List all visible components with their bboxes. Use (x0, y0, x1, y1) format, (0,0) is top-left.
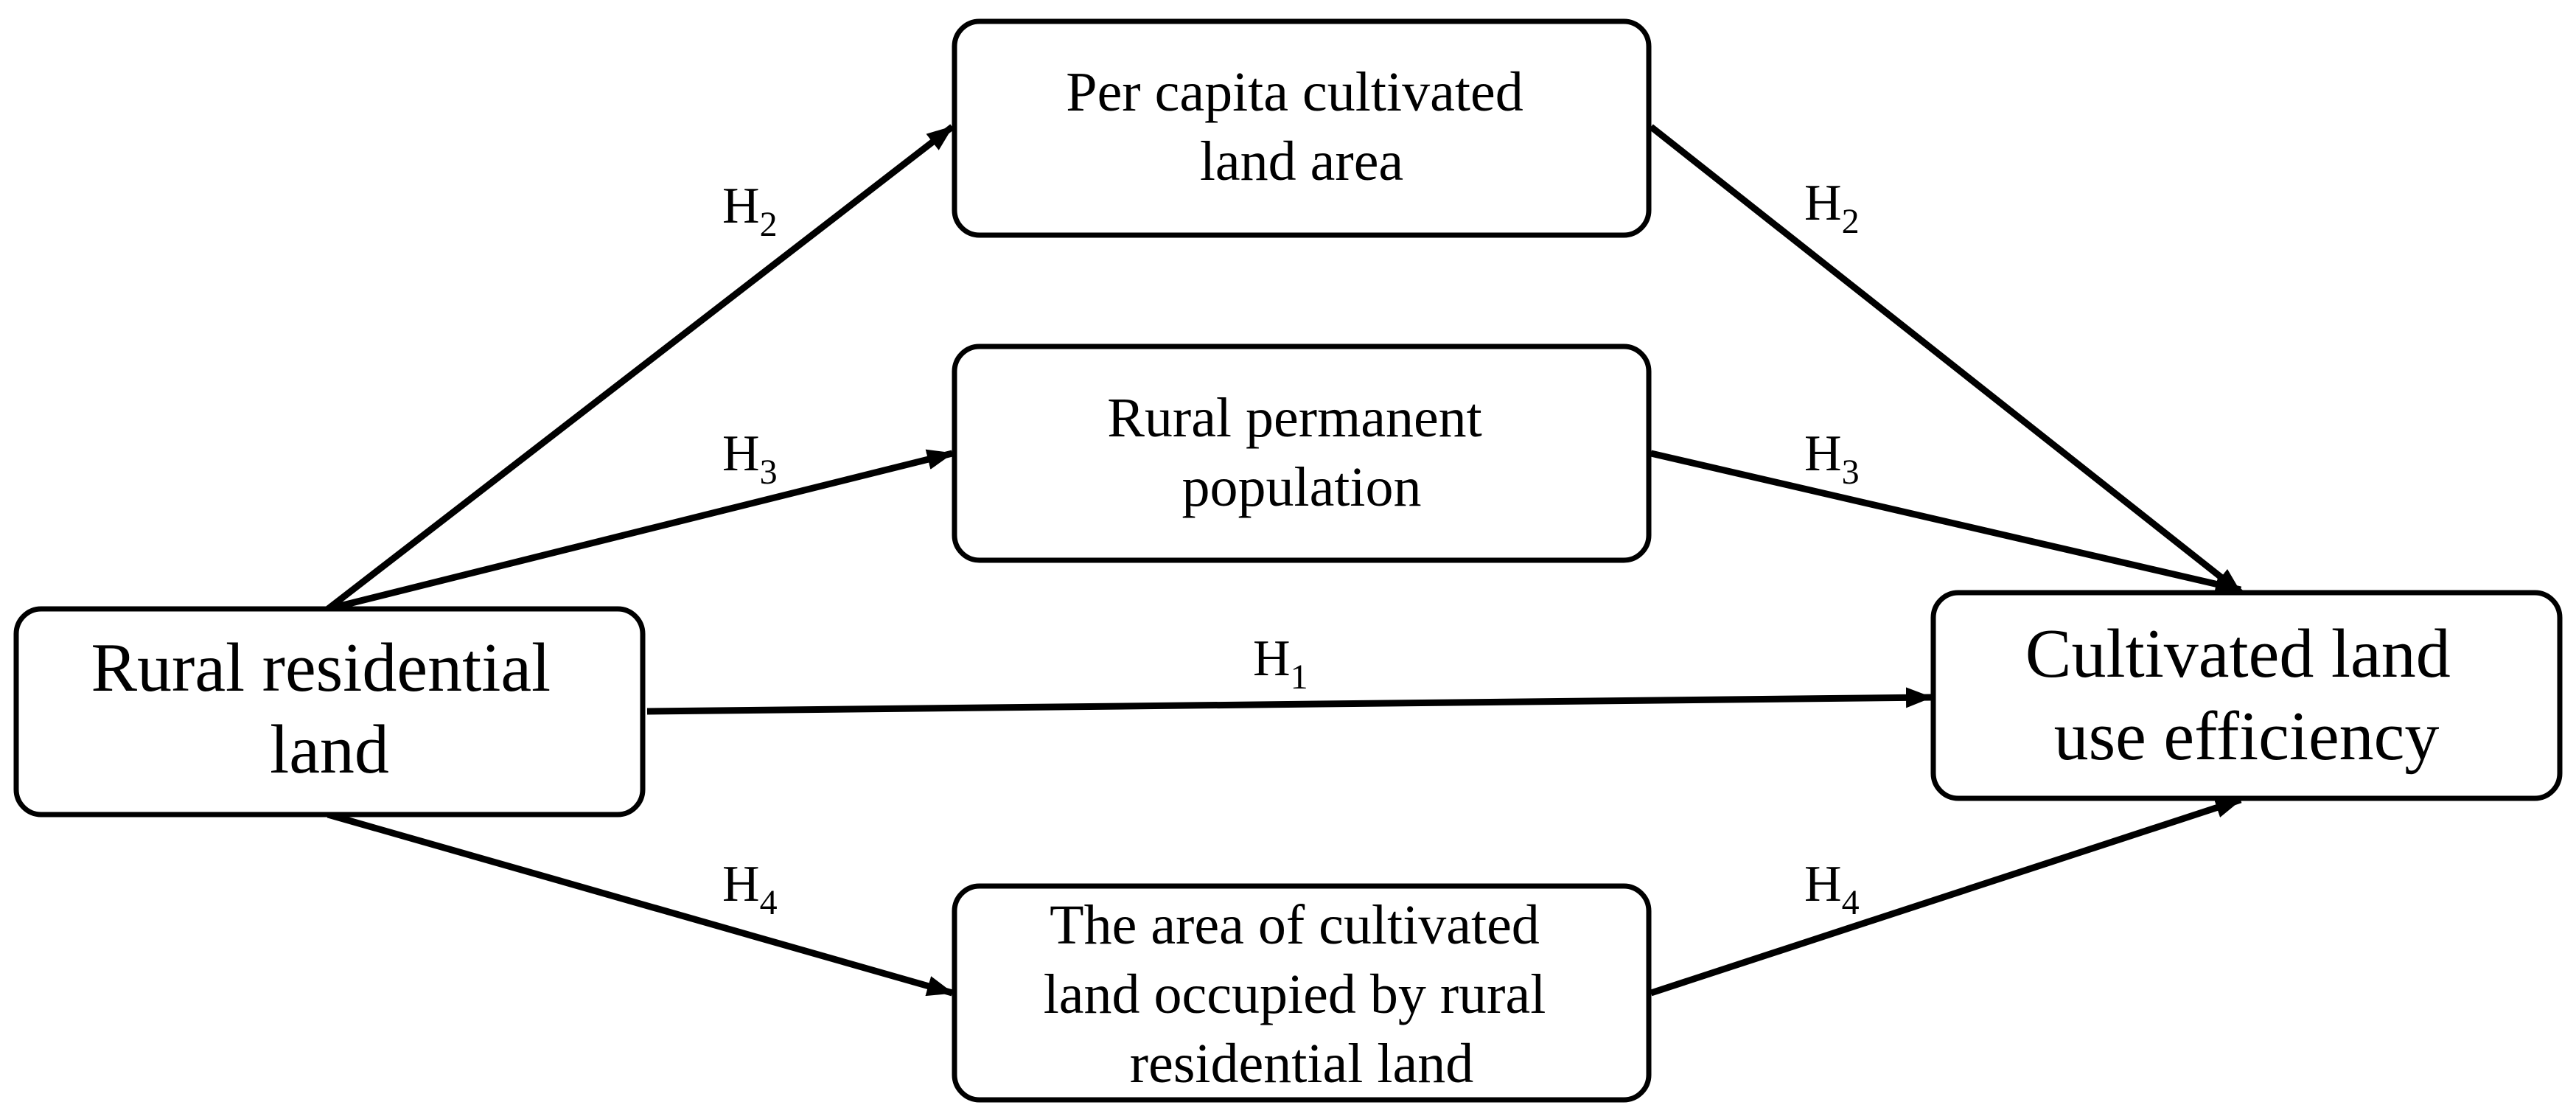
edge-label-h3-in: H3 (722, 425, 778, 492)
node-label: Rural permanent population (1107, 387, 1496, 518)
edge-label-h4-out: H4 (1804, 856, 1860, 922)
arrow-h3-in (327, 449, 954, 613)
node-label: The area of cultivated land occupied by … (1044, 894, 1560, 1095)
arrow-h1 (646, 687, 1933, 715)
arrow-h4-in (327, 811, 954, 997)
node-rural-residential-land: Rural residential land (13, 606, 646, 818)
arrow-h4-out (1650, 796, 2242, 997)
node-cultivated-land-use-efficiency: Cultivated land use efficiency (1930, 590, 2563, 801)
arrow-h3-out (1650, 450, 2242, 594)
edge-label-h2-in: H2 (722, 178, 778, 244)
node-label: Cultivated land use efficiency (2025, 616, 2468, 775)
edge-label-h4-in: H4 (722, 856, 778, 922)
node-label: Rural residential land (91, 630, 568, 788)
node-rural-permanent-population: Rural permanent population (952, 344, 1652, 563)
edge-label-h2-out: H2 (1804, 175, 1860, 241)
arrow-h2-in (326, 124, 954, 612)
node-area-of-cultivated-land-occupied: The area of cultivated land occupied by … (952, 883, 1652, 1103)
node-label: Per capita cultivated land area (1066, 61, 1537, 192)
arrow-h2-out (1649, 124, 2243, 596)
node-per-capita-cultivated-land-area: Per capita cultivated land area (952, 18, 1652, 238)
edge-label-h3-out: H3 (1804, 425, 1860, 492)
edge-label-h1: H1 (1253, 630, 1308, 697)
